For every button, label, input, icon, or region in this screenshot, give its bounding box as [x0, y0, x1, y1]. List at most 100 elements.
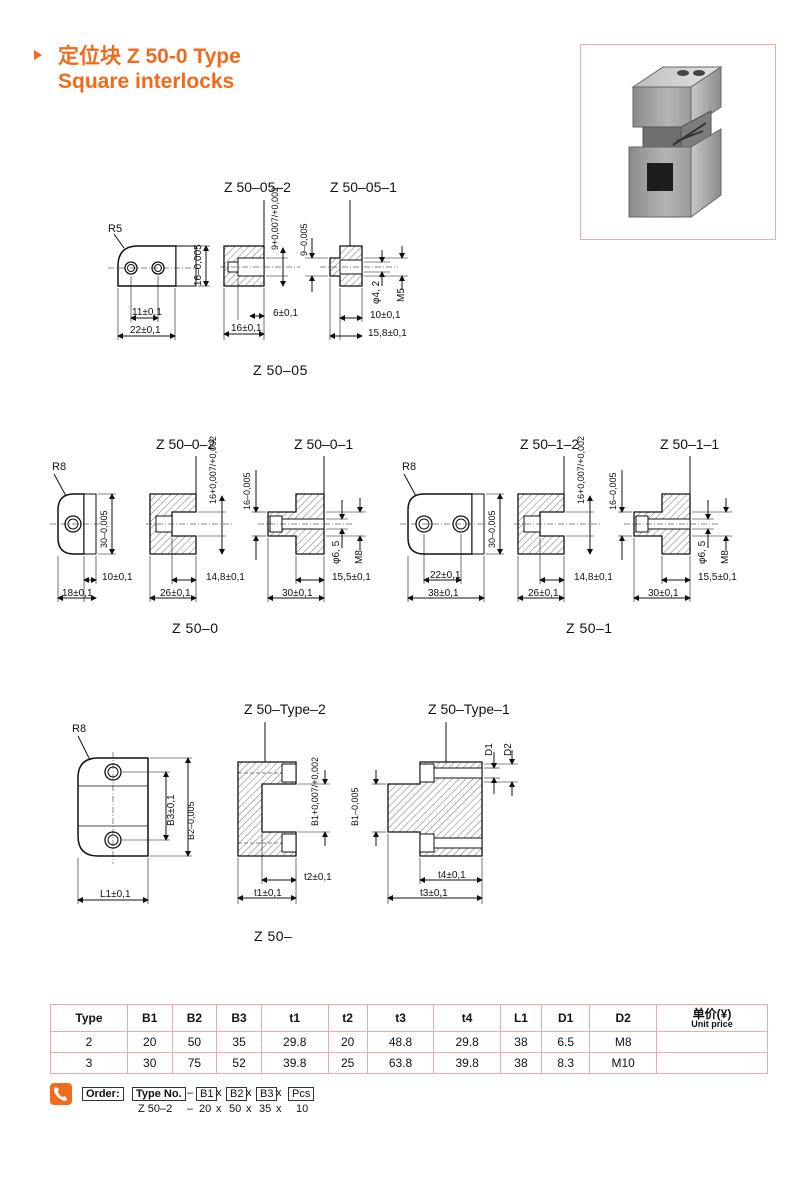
price-cell [656, 1052, 768, 1074]
dim-9: 9–0,005 [299, 223, 309, 256]
dim-m5: M5 [396, 288, 407, 302]
order-label: Order: [82, 1087, 124, 1101]
col-b1: B1 [126, 1004, 173, 1032]
table-cell: 29.8 [433, 1031, 501, 1053]
dim-b1-tol: B1+0,007/+0,002 [310, 757, 320, 826]
order-ex-pcs: 10 [296, 1103, 309, 1115]
table-cell: M10 [589, 1052, 657, 1074]
table-cell: 39.8 [433, 1052, 501, 1074]
dim-phi65: φ6, 5 [331, 540, 342, 564]
z50-05-2-section: 9+0,007/+0,002 6±0,1 16±0,1 [220, 187, 300, 340]
bullet-arrow-icon [34, 50, 42, 60]
dim-phi65: φ6, 5 [697, 540, 708, 564]
order-pcs: Pcs [288, 1087, 315, 1101]
col-t3: t3 [366, 1004, 435, 1032]
dim-30-tol: 30–0,005 [99, 510, 109, 548]
product-photo [580, 44, 776, 240]
z50-05-1-section: 9–0,005 φ4, 2 M5 10±0,1 15,8±0,1 [299, 200, 408, 340]
order-dash: – [187, 1087, 194, 1099]
order-x2: x [246, 1087, 252, 1099]
col-d2: D2 [589, 1004, 657, 1032]
dim-b3: B3±0,1 [166, 794, 177, 826]
dim-r8: R8 [72, 723, 86, 735]
dim-16-tol: 16+0,007/+0,002 [576, 436, 586, 504]
order-b2: B2 [226, 1087, 248, 1101]
z50-0-1-section: 16–0,005 φ6, 5 M8 15,5±0,1 30±0,1 [242, 456, 371, 602]
z50-1-section-label: Z 50–1 [566, 620, 613, 636]
table-row: 3 30 75 52 39.8 25 63.8 39.8 38 8.3 M10 [50, 1052, 768, 1074]
dim-r8: R8 [52, 461, 66, 473]
table-cell: 30 [126, 1052, 173, 1074]
dim-26: 26±0,1 [528, 588, 559, 599]
title-english: Square interlocks [58, 70, 235, 93]
dim-158: 15,8±0,1 [368, 328, 407, 339]
dim-t1: t1±0,1 [254, 888, 282, 899]
table-cell: 48.8 [366, 1031, 435, 1053]
table-cell: 25 [327, 1052, 368, 1074]
z50-type-2-label: Z 50–Type–2 [244, 701, 326, 717]
z50-1-2-label: Z 50–1–2 [520, 436, 579, 452]
title-chinese: 定位块 Z 50-0 Type [58, 45, 241, 68]
dim-6: 6±0,1 [273, 308, 298, 319]
dim-26: 26±0,1 [160, 588, 191, 599]
dim-38: 38±0,1 [428, 588, 459, 599]
table-cell: 50 [171, 1031, 218, 1053]
dim-16: 16±0,1 [231, 323, 262, 334]
col-d1: D1 [540, 1004, 591, 1032]
table-cell: 29.8 [260, 1031, 329, 1053]
dim-r5: R5 [108, 223, 122, 235]
table-cell: 8.3 [540, 1052, 591, 1074]
interlock-photo-icon [628, 66, 723, 218]
dim-d1: D1 [484, 743, 495, 756]
table-cell: 63.8 [366, 1052, 435, 1074]
dim-t2: t2±0,1 [304, 872, 332, 883]
order-ex-b1: 20 [199, 1103, 212, 1115]
col-b2: B2 [171, 1004, 218, 1032]
order-ex-b2: 50 [229, 1103, 242, 1115]
dim-t4: t4±0,1 [438, 870, 466, 881]
col-l1: L1 [499, 1004, 542, 1032]
order-ex-x3: x [276, 1103, 282, 1115]
z50-1-1-section: 16–0,005 φ6, 5 M8 15,5±0,1 30±0,1 [608, 456, 737, 602]
order-ex-x1: x [216, 1103, 222, 1115]
dim-148: 14,8±0,1 [574, 572, 613, 583]
dim-155: 15,5±0,1 [332, 572, 371, 583]
dim-30-tol: 30–0,005 [487, 510, 497, 548]
z50-0-1-label: Z 50–0–1 [294, 436, 353, 452]
z50-type-2-section: B1+0,007/+0,002 t2±0,1 t1±0,1 [237, 722, 332, 904]
dim-22: 22±0,1 [130, 325, 161, 336]
order-ex-dash: – [187, 1103, 194, 1115]
dim-30: 30±0,1 [282, 588, 313, 599]
dim-m8: M8 [720, 550, 731, 564]
table-cell: M8 [589, 1031, 657, 1053]
dim-16: 16–0,005 [242, 472, 252, 510]
z50-type-1-section: B1–0,005 D1 D2 t4±0,1 t3±0,1 [350, 722, 518, 904]
technical-drawings: R5 11±0,1 22±0,1 16–0,005 Z 50–05–2 9+0,… [50, 179, 737, 904]
dim-16-tol: 16+0,007/+0,002 [208, 436, 218, 504]
unit-price-cn: 单价(¥) [692, 1006, 732, 1021]
dim-t3: t3±0,1 [420, 888, 448, 899]
table-cell: 39.8 [260, 1052, 329, 1074]
spec-table-header-row: Type B1 B2 B3 t1 t2 t3 t4 L1 D1 D2 单价(¥)… [50, 1004, 768, 1032]
dim-16-tol: 16–0,005 [193, 244, 204, 286]
phone-order-icon [50, 1083, 72, 1105]
dim-l1: L1±0,1 [100, 889, 131, 900]
col-t2: t2 [327, 1004, 368, 1032]
dim-155: 15,5±0,1 [698, 572, 737, 583]
z50-0-section-label: Z 50–0 [172, 620, 219, 636]
spec-table: Type B1 B2 B3 t1 t2 t3 t4 L1 D1 D2 单价(¥)… [50, 1004, 768, 1074]
dim-11: 11±0,1 [132, 307, 162, 318]
dim-m8: M8 [354, 550, 365, 564]
dim-d2: D2 [503, 743, 514, 756]
z50-type-section-label: Z 50– [254, 928, 293, 944]
dim-10: 10±0,1 [102, 572, 133, 583]
col-unit-price: 单价(¥) Unit price [656, 1004, 768, 1032]
z50-type-top-view: R8 B3±0,1 B2–0,005 L1±0,1 [72, 723, 196, 904]
col-t4: t4 [433, 1004, 501, 1032]
z50-0-2-label: Z 50–0–2 [156, 436, 215, 452]
z50-05-1-label: Z 50–05–1 [330, 179, 397, 195]
dim-phi42: φ4, 2 [371, 280, 382, 304]
z50-1-2-section: 16+0,007/+0,002 14,8±0,1 26±0,1 [514, 436, 613, 602]
z50-05-section-label: Z 50–05 [253, 362, 308, 378]
col-b3: B3 [216, 1004, 262, 1032]
